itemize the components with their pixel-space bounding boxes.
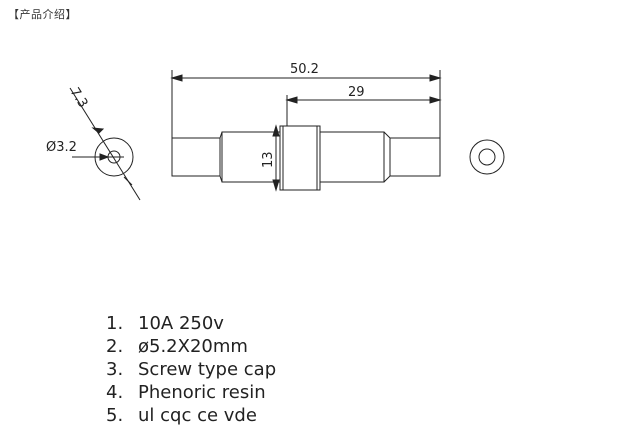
cap-arrow-right — [429, 96, 442, 104]
pin-diameter-label: Ø3.2 — [46, 140, 77, 155]
spec-item: 2. ø5.2X20mm — [106, 335, 276, 358]
overall-length-label: 50.2 — [290, 62, 319, 77]
cap-arrow-left — [285, 96, 298, 104]
spec-num: 1. — [106, 313, 124, 334]
spec-item: 1. 10A 250v — [106, 312, 276, 335]
overall-arrow-right — [429, 74, 442, 82]
section-header: 【产品介绍】 — [8, 8, 77, 21]
right-end-inner-circle — [478, 148, 496, 166]
spec-text: 10A 250v — [138, 313, 224, 334]
overall-arrow-left — [170, 74, 183, 82]
cap-diameter-label: 13 — [261, 151, 276, 168]
spec-text: Screw type cap — [138, 359, 277, 380]
spec-text: Phenoric resin — [138, 382, 266, 403]
diag-arrow-top — [91, 127, 105, 134]
spec-num: 4. — [106, 382, 124, 403]
spec-num: 3. — [106, 359, 124, 380]
diameter-arrow-bottom — [272, 179, 280, 192]
spec-list: 1.10A 250v 2.ø5.2X20mm 3.Screw type cap … — [106, 312, 276, 427]
fuse-right-barrel — [389, 137, 441, 177]
spec-num: 5. — [106, 405, 124, 426]
right-taper-bottom — [383, 175, 391, 183]
cap-length-label: 29 — [348, 85, 365, 100]
spec-num: 2. — [106, 336, 124, 357]
fuse-middle-right — [319, 131, 385, 183]
spec-text: ul cqc ce vde — [138, 405, 257, 426]
spec-item: 3. Screw type cap — [106, 358, 276, 381]
spec-item: 4. Phenoric resin — [106, 381, 276, 404]
pin-arrow — [99, 153, 110, 161]
fuse-cap — [279, 125, 321, 191]
diag-arrow-bottom — [123, 176, 133, 186]
right-taper-top — [383, 131, 391, 139]
right-end-outer-circle — [469, 139, 505, 175]
diameter-arrow-top — [272, 124, 280, 137]
spec-item: 5. ul cqc ce vde — [106, 404, 276, 427]
spec-text: ø5.2X20mm — [138, 336, 248, 357]
fuse-left-barrel — [171, 137, 221, 177]
